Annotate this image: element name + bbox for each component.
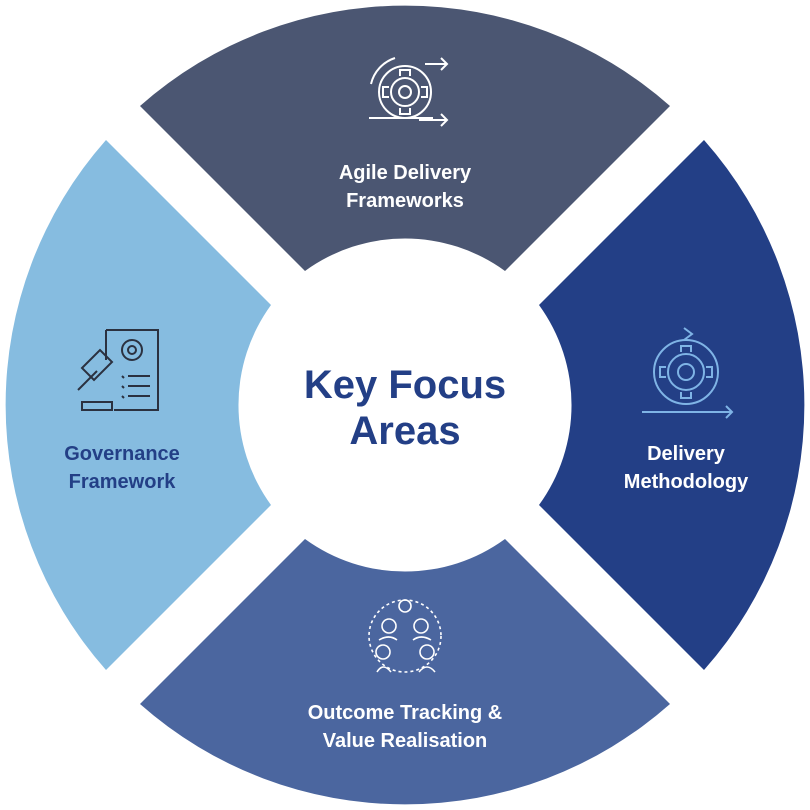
segment-left-label-line1: Governance [64,443,180,465]
segment-delivery-methodology: Delivery Methodology [539,140,805,670]
segment-right-label-line2: Methodology [624,471,749,493]
segment-left-label-line2: Framework [69,471,177,493]
segment-outcome-tracking: Outcome Tracking & Value Realisation [140,539,670,805]
segment-bottom-label-line2: Value Realisation [323,730,488,752]
segment-top-label-line1: Agile Delivery [339,162,472,184]
segment-top-shape [140,5,670,271]
segment-left-shape [5,140,271,670]
segment-agile-delivery-frameworks: Agile Delivery Frameworks [140,5,670,271]
gavel-document-icon [78,330,158,410]
team-network-icon [369,600,441,672]
center-hub: Key Focus Areas [250,250,560,560]
center-title-line1: Key Focus [304,363,506,407]
gear-cycle-arrows-icon [369,58,447,126]
segment-bottom-label-line1: Outcome Tracking & [308,702,503,724]
center-circle [250,250,560,560]
center-title-line2: Areas [349,409,460,453]
gear-refresh-icon [642,328,732,418]
segment-right-label-line1: Delivery [647,443,726,465]
segment-governance-framework: Governance Framework [5,140,271,670]
segment-top-label-line2: Frameworks [346,190,464,212]
segment-right-shape [539,140,805,670]
